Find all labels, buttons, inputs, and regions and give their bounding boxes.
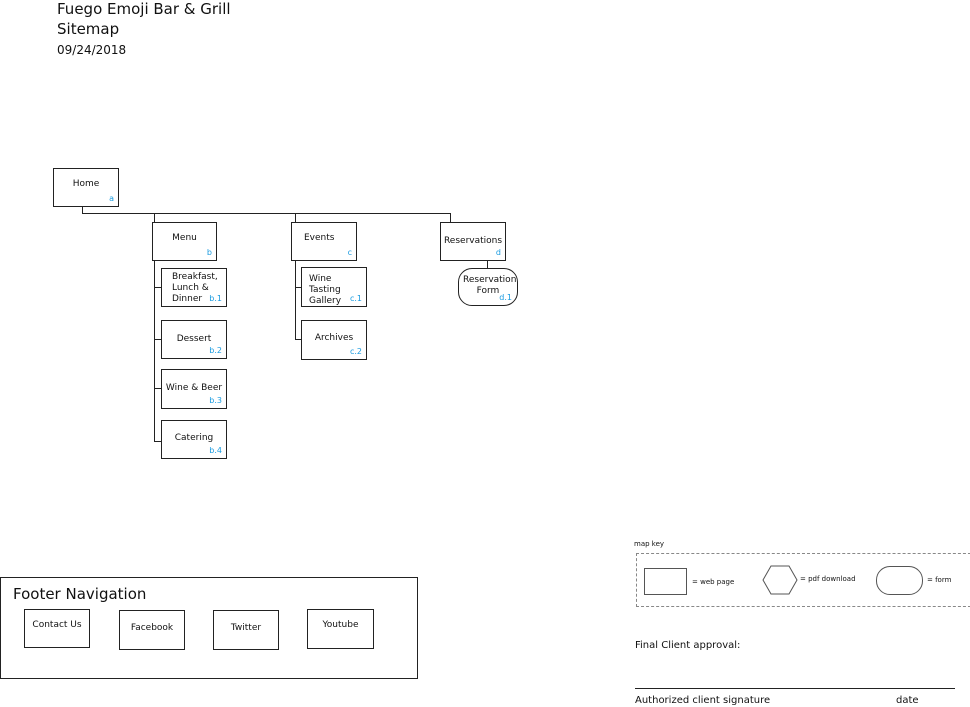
node-label: Catering [174, 433, 214, 443]
node-code: b.4 [209, 446, 222, 455]
connector [295, 213, 296, 222]
node-events: Events c [291, 222, 357, 261]
footer-title: Footer Navigation [13, 585, 147, 603]
date-label: date [896, 695, 919, 706]
node-label: Events [304, 233, 335, 243]
node-code: b.2 [209, 346, 222, 355]
node-reservations: Reservations d [440, 222, 506, 261]
node-code: d.1 [499, 293, 512, 302]
node-code: c.2 [349, 347, 362, 356]
connector [487, 260, 488, 268]
form-shape [876, 566, 923, 595]
footer-twitter: Twitter [213, 610, 279, 650]
node-code: c [347, 248, 352, 257]
connector [450, 213, 451, 222]
connector [82, 206, 83, 214]
node-catering: Catering b.4 [161, 420, 227, 459]
node-label: Breakfast, Lunch & Dinner [172, 272, 218, 304]
footer-youtube: Youtube [307, 609, 374, 649]
key-web-page: = web page [692, 578, 735, 586]
node-label: Wine & Beer [165, 383, 223, 393]
node-label: Wine Tasting Gallery [309, 274, 342, 306]
web-page-shape [644, 568, 687, 595]
signature-line [635, 688, 955, 689]
connector [154, 339, 161, 340]
page-subtitle: Sitemap [57, 20, 120, 38]
node-code: b.3 [209, 396, 222, 405]
node-label: Menu [172, 233, 197, 243]
node-code: b.1 [209, 294, 222, 303]
key-pdf-download: = pdf download [800, 575, 856, 583]
footer-facebook: Facebook [119, 610, 185, 650]
node-wine-tasting-gallery: Wine Tasting Gallery c.1 [301, 267, 367, 307]
connector [154, 441, 161, 442]
node-label: Archives [314, 333, 354, 343]
date: 09/24/2018 [57, 43, 127, 57]
connector [82, 213, 451, 214]
map-key-title: map key [634, 540, 665, 548]
footer-contact-us: Contact Us [24, 609, 90, 648]
connector [154, 260, 155, 442]
node-label: Home [72, 179, 100, 189]
connector [295, 287, 301, 288]
node-dessert: Dessert b.2 [161, 320, 227, 359]
site-title: Fuego Emoji Bar & Grill [57, 0, 231, 18]
node-code: b [206, 248, 212, 257]
hexagon-pdf-icon [762, 565, 798, 595]
key-form: = form [927, 576, 952, 584]
node-code: c.1 [349, 294, 362, 303]
node-label: Reservations [443, 236, 503, 246]
node-archives: Archives c.2 [301, 320, 367, 360]
footer-navigation-panel: Footer Navigation [0, 577, 418, 679]
node-code: d [495, 248, 501, 257]
node-label: Dessert [176, 334, 212, 344]
connector [295, 260, 296, 340]
signature-label: Authorized client signature [635, 695, 771, 706]
node-wine-beer: Wine & Beer b.3 [161, 369, 227, 409]
approval-label: Final Client approval: [635, 640, 741, 651]
connector [154, 287, 161, 288]
node-label: Reservation Form [463, 275, 517, 296]
connector [295, 339, 301, 340]
connector [154, 388, 161, 389]
node-code: a [109, 194, 114, 203]
map-key-box [636, 553, 970, 607]
connector [154, 213, 155, 222]
